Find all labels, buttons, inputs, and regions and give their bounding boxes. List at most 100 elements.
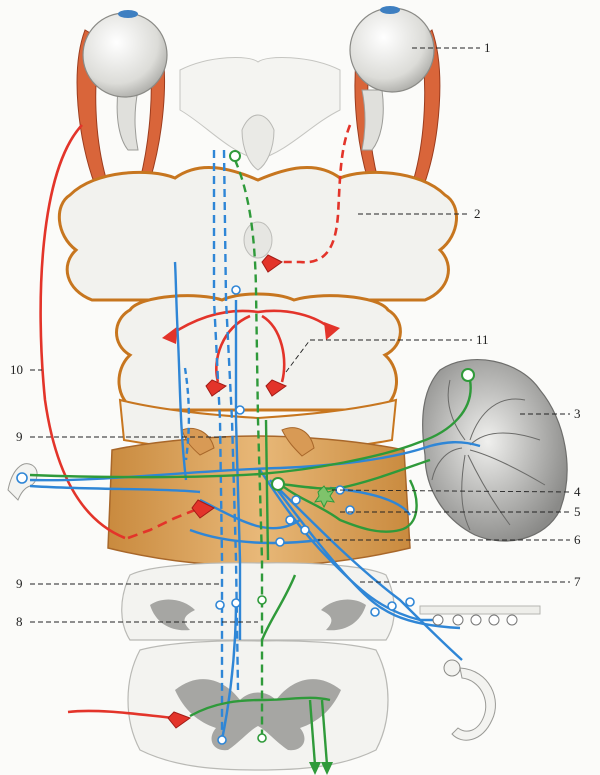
- hair-cell-4: [488, 614, 500, 626]
- green-neuron-spinal: [257, 595, 267, 605]
- green-neuron-star: [313, 485, 336, 509]
- right-iris: [380, 6, 400, 14]
- red-oculomotor-loop: [39, 124, 126, 540]
- green-arrow-2: [321, 762, 333, 775]
- left-iris: [118, 10, 138, 18]
- green-loop-lower: [279, 479, 418, 533]
- hair-cell-5: [506, 614, 518, 626]
- semicircular-canal: [451, 667, 496, 741]
- label-10: 10: [10, 362, 23, 377]
- red-neuron-pons-right: [265, 379, 288, 397]
- label-7: 7: [574, 574, 581, 589]
- label-5: 5: [574, 504, 581, 519]
- blue-neuron-spinal-3: [217, 735, 227, 745]
- red-neuron-pons-left: [205, 379, 228, 397]
- aqueduct: [243, 221, 273, 259]
- blue-neuron-2: [285, 515, 295, 525]
- right-eye-group: [349, 6, 441, 186]
- green-desc-dash: [233, 159, 264, 740]
- hair-cell-2: [452, 614, 464, 626]
- hair-cell-1: [432, 614, 444, 626]
- blue-cross-1: [199, 498, 301, 530]
- red-pontine-to-lower: [127, 506, 201, 540]
- blue-nucleus-fan-2: [269, 479, 461, 630]
- leader-lines: [30, 47, 571, 623]
- left-eye-group: [76, 10, 168, 186]
- red-neuron-spinal: [167, 711, 192, 729]
- blue-nucleus-fan-3: [279, 489, 463, 661]
- red-right-eye: [275, 124, 352, 264]
- gray-matter-upper-right: [321, 599, 366, 631]
- blue-neuron-spinal-1: [215, 600, 225, 610]
- gray-matter-lower: [175, 679, 341, 751]
- label-11: 11: [476, 332, 489, 347]
- cerebellar-pathways: [29, 159, 472, 766]
- diencephalon-outline: [179, 56, 341, 161]
- blue-neuron-spinal-2: [231, 598, 241, 608]
- blue-neuron-7: [235, 405, 245, 415]
- blue-ear-lower: [29, 484, 201, 494]
- label-9b: 9: [16, 576, 23, 591]
- blue-neuron-1: [291, 495, 301, 505]
- red-arrow-left: [162, 326, 178, 344]
- green-exit-1: [308, 699, 317, 766]
- cerebellum: [422, 359, 568, 542]
- vestibular-sensory-strip: [419, 605, 541, 615]
- ganglion-chain-2: [387, 601, 397, 611]
- green-desc-solid: [264, 419, 270, 561]
- blue-neuron-4: [275, 537, 285, 547]
- blue-neuron-8: [231, 285, 241, 295]
- labels: 1 2 3 4 5 6 7 8 9 9 10 11: [10, 40, 581, 629]
- blue-neuron-6: [345, 505, 355, 515]
- neuron-bodies: [16, 150, 518, 745]
- green-exit-2: [320, 699, 329, 766]
- blue-nucleus-fan-1: [259, 469, 440, 622]
- fourth-ventricle-right: [281, 427, 315, 457]
- canal-ampulla: [443, 659, 461, 677]
- green-left-spinal: [189, 698, 263, 718]
- right-eyeball: [349, 7, 435, 93]
- green-spinal-lower: [261, 696, 331, 702]
- label-2: 2: [474, 206, 481, 221]
- red-crossing-arc: [169, 309, 333, 337]
- green-neuron-medulla: [271, 477, 285, 491]
- red-arrow-right: [324, 322, 340, 340]
- blue-neuron-3: [300, 525, 310, 535]
- blue-desc-solid: [234, 300, 242, 640]
- leader-11: [285, 339, 472, 373]
- left-eyeball: [82, 12, 168, 98]
- green-neuron-top: [229, 150, 241, 162]
- green-arrow-1: [309, 762, 321, 775]
- right-optic-stalk: [361, 89, 384, 151]
- green-spinal-descend: [260, 574, 297, 641]
- green-neuron-cerebellum: [461, 368, 475, 382]
- gray-matter-upper-left: [150, 599, 195, 631]
- ganglion-chain-3: [405, 597, 415, 607]
- red-inner-arc-right: [261, 314, 286, 383]
- red-spinal-motor: [67, 709, 176, 720]
- fourth-ventricle-left: [181, 427, 215, 456]
- hair-cell-3: [470, 614, 482, 626]
- label-6: 6: [574, 532, 581, 547]
- blue-desc-1: [212, 150, 224, 740]
- red-neuron-midbrain: [261, 254, 283, 273]
- label-1: 1: [484, 40, 491, 55]
- green-cerebellum-loop: [29, 379, 472, 479]
- label-3: 3: [574, 406, 581, 421]
- cerebellum-folia: [431, 379, 546, 531]
- blue-spinal-lower: [220, 599, 238, 741]
- left-optic-stalk: [116, 89, 139, 151]
- red-neuron-medulla: [191, 499, 215, 519]
- ear-ganglion-blue: [16, 472, 28, 484]
- cerebellum-group: [422, 359, 568, 542]
- label-8: 8: [16, 614, 23, 629]
- blue-left-branch: [173, 261, 188, 481]
- label-9a: 9: [16, 429, 23, 444]
- label-4: 4: [574, 484, 581, 499]
- blue-left-outer: [183, 367, 191, 461]
- blue-cross-2: [189, 528, 321, 545]
- ganglion-chain-1: [370, 607, 380, 617]
- third-ventricle: [241, 114, 275, 171]
